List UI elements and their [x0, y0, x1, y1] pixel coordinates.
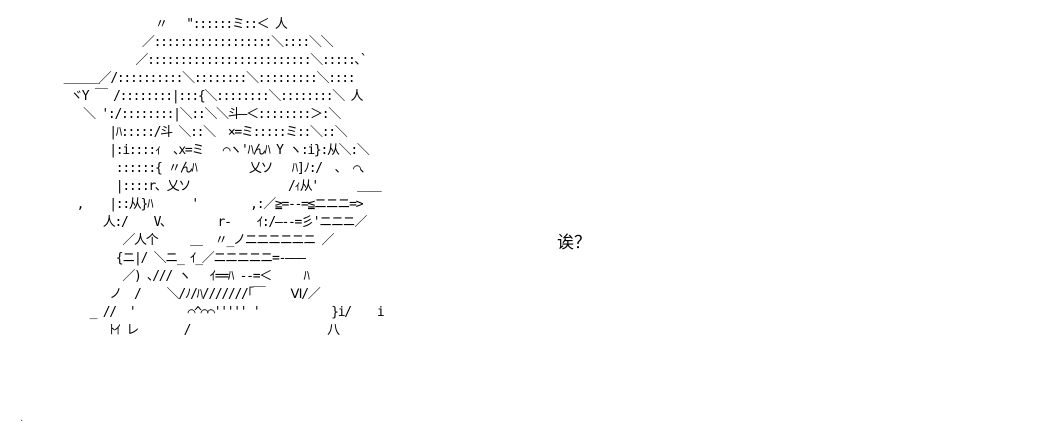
ascii-art-line: _ // ' ⌒^⌒⌒''''' ' }i/ i — [44, 305, 385, 320]
ascii-art-line: 人:/ V､ r‐ ｲ:/―--=彡'ニニニ／ — [44, 215, 368, 230]
ascii-art-line: |:i::::ｨ ､x=ミ ⌒ヽ'ﾊんﾊ Y ヽ:i}:从＼:＼ — [44, 143, 370, 158]
speech-text: 诶？ — [557, 233, 591, 253]
ascii-art-line: ／:::::::::::::::::::::::::＼:::::､` — [44, 53, 367, 68]
ascii-art-line: {ニ|/ ＼ニ_ ｲ_／ニニニニニ=-――― — [44, 251, 306, 266]
ascii-art-line: ／) ､/// ヽ ｲ==ﾊ --=＜ ﾊ — [44, 269, 310, 284]
ascii-art-line: ﾄｲ レ / 八 — [44, 323, 340, 338]
ascii-art-line: ￣￣￣ — [44, 0, 204, 14]
ascii-art-line: ／::::::::::::::::::＼::::＼＼ — [44, 35, 334, 50]
ascii-art-line: ＿＿＿／/::::::::::＼::::::::＼:::::::::＼:::: — [44, 71, 356, 86]
ascii-art-line: ::::::{ 〃んﾊ 乂ソ ﾊ]ﾉ:/ ､ ⌒､ — [44, 161, 366, 176]
ascii-art-line: |::::r､ 乂ソ /ｨ从' ＿＿ — [44, 179, 382, 194]
ascii-art-line: ノ / ＼/ﾉ/ﾊ///////｢￣ Ⅵ/／ — [44, 287, 320, 302]
ascii-art-line: |ﾊ:::::/斗 ＼::＼ ×=ミ:::::ミ::＼::＼ — [44, 125, 348, 140]
ascii-art-figure: ￣￣￣ 〃 "::::::ミ::＜ 人 ／::::::::::::::::::＼… — [44, 0, 385, 340]
ascii-art-line: 〃 "::::::ミ::＜ 人 — [44, 17, 288, 32]
ascii-art-line: ヾY ￣ /::::::::|:::{＼::::::::＼::::::::＼ 人 — [44, 89, 363, 104]
ascii-art-line: ＼ ':/::::::::|＼::＼＼斗―＜::::::::＞:＼ — [44, 107, 341, 122]
ascii-art-line: , |::从}ﾊ ' ,:／≧=--=≦ニニニ=> — [44, 197, 364, 212]
stray-dot: · — [20, 416, 24, 427]
ascii-art-line: ／人个 ＿ 〃_ノニニニニニニ ／ — [44, 233, 334, 248]
